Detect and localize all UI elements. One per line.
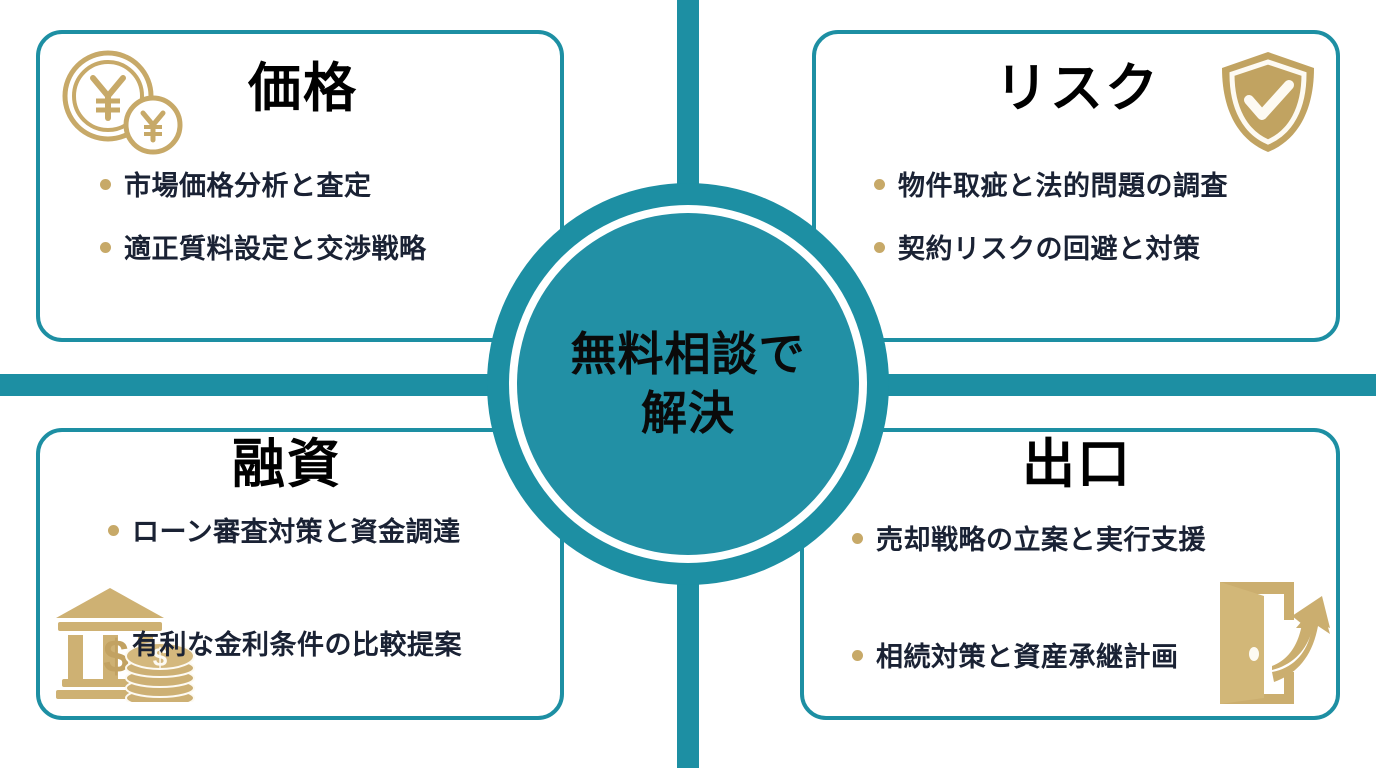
- list-item: 相続対策と資産承継計画: [850, 635, 1206, 674]
- bullet-list-exit: 売却戦略の立案と実行支援 相続対策と資産承継計画: [850, 518, 1206, 674]
- bank-money-icon: $ $: [52, 586, 202, 708]
- svg-text:$: $: [153, 642, 168, 672]
- list-item: 市場価格分析と査定: [98, 164, 427, 203]
- quadrant-title-risk: リスク: [995, 59, 1160, 118]
- bullet-text: 有利な金利条件の比較提案: [132, 630, 462, 660]
- bullet-text: 売却戦略の立案と実行支援: [876, 525, 1206, 555]
- bullet-list-price: 市場価格分析と査定 適正質料設定と交渉戦略: [98, 164, 427, 290]
- list-item: 適正質料設定と交渉戦略: [98, 227, 427, 266]
- list-item: ローン審査対策と資金調達: [106, 510, 462, 549]
- quadrant-title-exit: 出口: [1022, 435, 1132, 494]
- bullet-dot-icon: [874, 178, 885, 190]
- yen-coins-icon: [58, 48, 184, 160]
- quadrant-title-financing: 融資: [232, 435, 342, 494]
- bullet-dot-icon: [852, 649, 863, 661]
- bullet-dot-icon: [100, 178, 111, 190]
- bullet-dot-icon: [100, 241, 111, 253]
- quadrant-card-price: [36, 30, 564, 342]
- bullet-text: 市場価格分析と査定: [124, 171, 372, 201]
- bullet-dot-icon: [874, 241, 885, 253]
- center-hub: 無料相談で 解決: [487, 183, 889, 585]
- bullet-list-financing: ローン審査対策と資金調達 有利な金利条件の比較提案: [106, 510, 462, 662]
- shield-check-icon: [1216, 48, 1320, 156]
- bullet-list-risk: 物件取疵と法的問題の調査 契約リスクの回避と対策: [872, 164, 1228, 290]
- bullet-text: 相続対策と資産承継計画: [876, 642, 1179, 672]
- hub-inner-circle: 無料相談で 解決: [517, 213, 859, 555]
- bullet-text: 適正質料設定と交渉戦略: [124, 234, 427, 264]
- bullet-dot-icon: [108, 524, 119, 536]
- quadrant-card-financing: [36, 428, 564, 720]
- hub-text-line-2: 解決: [641, 387, 735, 439]
- exit-door-arrow-icon: [1198, 576, 1332, 710]
- list-item: 物件取疵と法的問題の調査: [872, 164, 1228, 203]
- list-item: 売却戦略の立案と実行支援: [850, 518, 1206, 557]
- quadrant-title-price: 価格: [248, 59, 358, 118]
- list-item: 契約リスクの回避と対策: [872, 227, 1228, 266]
- bullet-text: 契約リスクの回避と対策: [898, 234, 1201, 264]
- bullet-text: ローン審査対策と資金調達: [132, 517, 461, 547]
- list-item: 有利な金利条件の比較提案: [106, 623, 462, 662]
- hub-text-line-1: 無料相談で: [570, 328, 806, 381]
- svg-text:$: $: [103, 630, 129, 682]
- bullet-text: 物件取疵と法的問題の調査: [898, 171, 1228, 201]
- bullet-dot-icon: [852, 532, 863, 544]
